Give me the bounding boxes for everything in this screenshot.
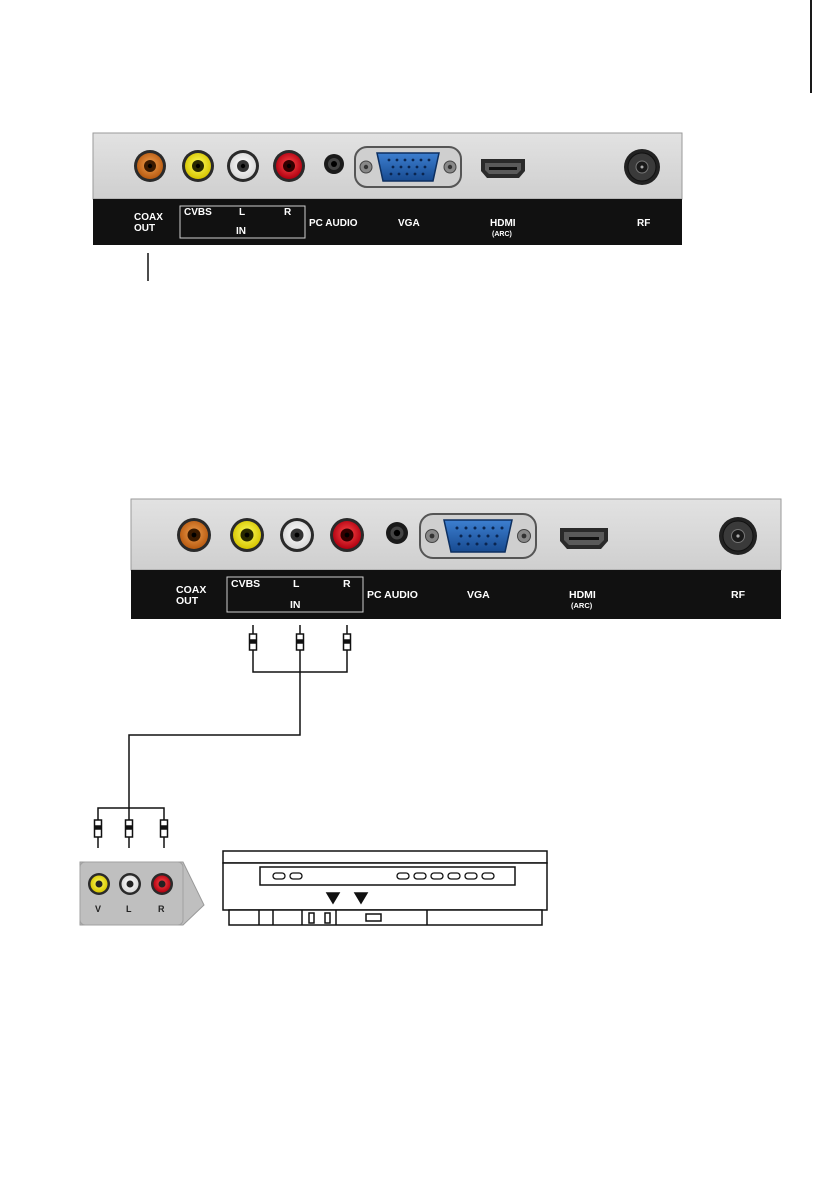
coax-label-line2: OUT bbox=[176, 595, 199, 607]
cvbs-label: CVBS bbox=[184, 207, 212, 218]
device-video-jack[interactable] bbox=[88, 873, 110, 895]
av-cable bbox=[95, 625, 351, 848]
hdmi-port[interactable] bbox=[481, 159, 525, 178]
coax-label-line1: COAX bbox=[134, 212, 163, 223]
vga-port[interactable] bbox=[355, 147, 461, 187]
left-label: L bbox=[293, 578, 300, 590]
vga-label: VGA bbox=[398, 218, 420, 229]
source-av-output-panel: V L R bbox=[80, 862, 204, 925]
arc-label: (ARC) bbox=[492, 231, 512, 238]
pc-audio-jack[interactable] bbox=[386, 522, 408, 544]
dvd-button bbox=[465, 873, 477, 879]
cvbs-label: CVBS bbox=[231, 578, 260, 590]
rf-jack[interactable] bbox=[719, 517, 757, 555]
audio-left-jack[interactable] bbox=[280, 518, 314, 552]
rca-plug-left-lower bbox=[126, 820, 133, 848]
device-left-jack[interactable] bbox=[119, 873, 141, 895]
dvd-button bbox=[414, 873, 426, 879]
dvd-button bbox=[273, 873, 285, 879]
dvd-button bbox=[482, 873, 494, 879]
device-right-label: R bbox=[158, 904, 165, 914]
pc-audio-label: PC AUDIO bbox=[309, 218, 358, 229]
arc-label: (ARC) bbox=[571, 601, 593, 610]
rca-plug-video-upper bbox=[250, 625, 257, 668]
dvd-button bbox=[397, 873, 409, 879]
rf-label: RF bbox=[731, 589, 746, 601]
pc-audio-label: PC AUDIO bbox=[367, 589, 418, 601]
vga-label: VGA bbox=[467, 589, 490, 601]
pc-audio-jack[interactable] bbox=[324, 154, 344, 174]
right-label: R bbox=[343, 578, 351, 590]
rca-plug-right-lower bbox=[161, 820, 168, 848]
device-video-label: V bbox=[95, 904, 101, 914]
coax-out-jack[interactable] bbox=[177, 518, 211, 552]
dvd-button bbox=[290, 873, 302, 879]
coax-label-line2: OUT bbox=[134, 223, 155, 234]
cvbs-jack[interactable] bbox=[182, 150, 214, 182]
in-label: IN bbox=[236, 226, 246, 237]
vga-port[interactable] bbox=[420, 514, 536, 558]
audio-left-jack[interactable] bbox=[227, 150, 259, 182]
dvd-button bbox=[431, 873, 443, 879]
rear-panel-bottom: COAX OUT CVBS L R IN PC AUDIO VGA HDMI (… bbox=[131, 499, 781, 619]
hdmi-port[interactable] bbox=[560, 528, 608, 549]
hdmi-label: HDMI bbox=[569, 589, 596, 601]
rca-plug-video-lower bbox=[95, 820, 102, 848]
rca-plug-right-upper bbox=[344, 625, 351, 668]
rear-panel-top: COAX OUT CVBS L R IN PC AUDIO VGA HDMI (… bbox=[93, 133, 682, 245]
cable-bundle-lower bbox=[98, 808, 164, 820]
rca-plug-left-upper bbox=[297, 625, 304, 668]
dvd-player-illustration bbox=[223, 851, 547, 925]
right-label: R bbox=[284, 207, 292, 218]
hdmi-label: HDMI bbox=[490, 218, 516, 229]
rf-label: RF bbox=[637, 218, 650, 229]
left-label: L bbox=[239, 207, 245, 218]
audio-right-jack[interactable] bbox=[330, 518, 364, 552]
device-left-label: L bbox=[126, 904, 132, 914]
in-label: IN bbox=[290, 599, 301, 611]
coax-out-jack[interactable] bbox=[134, 150, 166, 182]
dvd-button bbox=[448, 873, 460, 879]
device-right-jack[interactable] bbox=[151, 873, 173, 895]
rf-jack[interactable] bbox=[624, 149, 660, 185]
audio-right-jack[interactable] bbox=[273, 150, 305, 182]
cable-run bbox=[129, 668, 300, 808]
cvbs-jack[interactable] bbox=[230, 518, 264, 552]
